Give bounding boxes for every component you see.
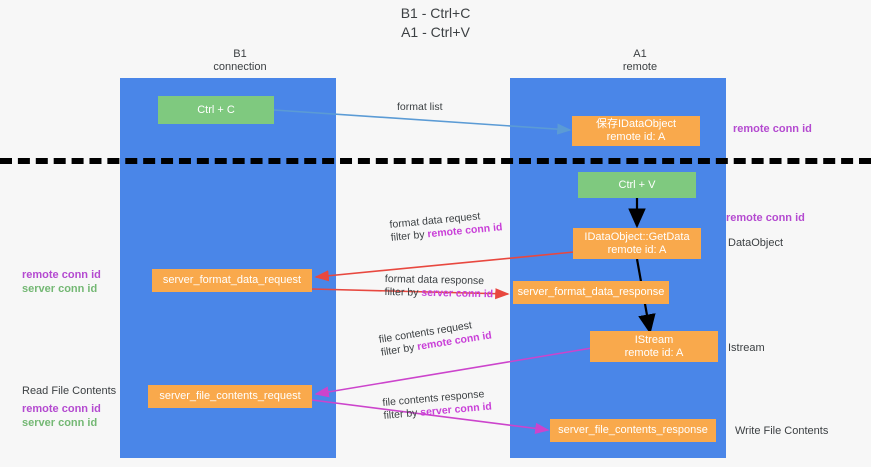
edge-label-format-data-request: format data request filter by remote con… <box>389 208 503 245</box>
lane-b1-subtitle: connection <box>213 61 267 73</box>
node-server-file-contents-response-label: server_file_contents_response <box>558 424 708 436</box>
node-idataobject-getdata[interactable]: IDataObject::GetData remote id: A <box>573 228 701 259</box>
lane-b1-title: B1 <box>233 48 247 60</box>
lane-a1-title: A1 <box>633 48 647 60</box>
annotation-left-remote-conn-id: remote conn id <box>22 269 101 281</box>
annotation-right-istream: Istream <box>728 342 765 354</box>
page-title: B1 - Ctrl+C A1 - Ctrl+V <box>0 4 871 42</box>
title-line-2: A1 - Ctrl+V <box>401 24 470 40</box>
node-save-idataobject[interactable]: 保存IDataObject remote id: A <box>572 116 700 146</box>
filter-prefix: filter by <box>390 228 428 244</box>
edge-label-format-list-text: format list <box>397 101 443 113</box>
node-server-file-contents-response[interactable]: server_file_contents_response <box>550 419 716 442</box>
filter-prefix: filter by <box>384 285 422 299</box>
title-line-1: B1 - Ctrl+C <box>400 5 471 21</box>
annotation-left-remote-conn-id-2: remote conn id <box>22 403 101 415</box>
edge-label-format-data-response: format data response filter by server co… <box>384 273 493 301</box>
node-istream-line1: IStream <box>634 333 674 346</box>
node-server-format-data-response-label: server_format_data_response <box>517 286 665 298</box>
node-server-format-data-response[interactable]: server_format_data_response <box>513 281 669 304</box>
annotation-left-server-conn-id: server conn id <box>22 283 98 295</box>
edge-label-file-contents-request: file contents request filter by remote c… <box>378 316 493 359</box>
node-ctrl-c-label: Ctrl + C <box>197 103 235 116</box>
node-save-idataobject-line1: 保存IDataObject <box>595 118 677 130</box>
node-ctrl-c[interactable]: Ctrl + C <box>158 96 274 124</box>
edge-label-file-contents-response: file contents response filter by server … <box>382 388 492 423</box>
annotation-right-remote-conn-id-top: remote conn id <box>733 123 812 135</box>
node-istream[interactable]: IStream remote id: A <box>590 331 718 362</box>
annotation-right-write-file-contents: Write File Contents <box>735 425 829 437</box>
lane-header-a1: A1 remote <box>540 48 740 74</box>
filter-prefix: filter by <box>383 406 421 422</box>
node-server-file-contents-request[interactable]: server_file_contents_request <box>148 385 312 408</box>
node-server-file-contents-request-label: server_file_contents_request <box>159 390 301 402</box>
node-idataobject-getdata-line1: IDataObject::GetData <box>584 230 690 243</box>
node-server-format-data-request[interactable]: server_format_data_request <box>152 269 312 292</box>
node-ctrl-v-label: Ctrl + V <box>618 178 656 191</box>
annotation-right-dataobject: DataObject <box>728 237 784 249</box>
node-istream-line2: remote id: A <box>624 346 684 359</box>
annotation-right-remote-conn-id-mid: remote conn id <box>726 212 805 224</box>
annotation-left-read-file-contents: Read File Contents <box>22 385 117 397</box>
lane-a1-subtitle: remote <box>622 61 658 73</box>
node-save-idataobject-line2: remote id: A <box>606 131 666 143</box>
node-ctrl-v[interactable]: Ctrl + V <box>578 172 696 198</box>
filter-key-server-conn-id: server conn id <box>421 286 494 301</box>
edge-label-format-data-response-filter: filter by server conn id <box>384 286 493 301</box>
lane-header-b1: B1 connection <box>140 48 340 74</box>
annotation-left-server-conn-id-2: server conn id <box>22 417 98 429</box>
node-idataobject-getdata-line2: remote id: A <box>607 243 667 256</box>
node-server-format-data-request-label: server_format_data_request <box>162 274 302 286</box>
phase-divider <box>0 158 871 164</box>
edge-label-format-list: format list <box>397 101 443 114</box>
